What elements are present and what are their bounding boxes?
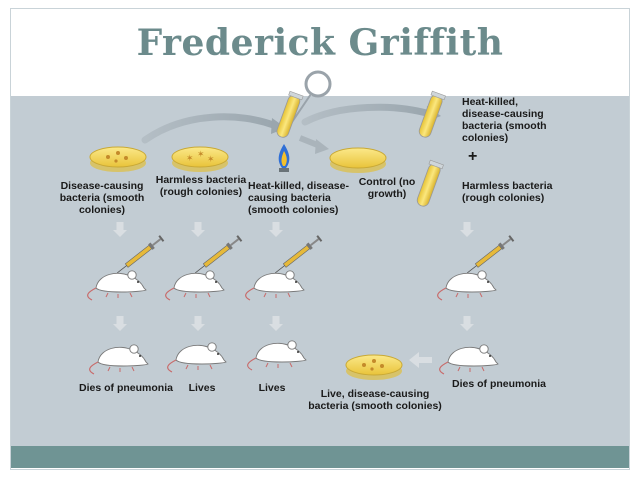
mouse-icon: [167, 342, 227, 373]
label-heat-killed-right: Heat-killed, disease-causing bacteria (s…: [462, 96, 547, 144]
test-tube-icon: [276, 90, 304, 138]
label-control: Control (no growth): [358, 176, 416, 200]
syringe-icon: [114, 234, 165, 277]
mouse-icon: [87, 270, 147, 301]
outcome-lives-2: Lives: [258, 382, 286, 394]
arrow-down-icon: [113, 316, 127, 331]
test-tube-icon: [416, 159, 444, 207]
arrow-left-icon: [409, 352, 432, 368]
arrow-down-icon: [269, 222, 283, 237]
flame-icon: [278, 144, 290, 172]
syringe-icon: [272, 234, 323, 277]
petri-dish-icon: [345, 354, 403, 380]
arrow-down-icon: [460, 222, 474, 237]
svg-text:✶: ✶: [207, 154, 215, 164]
curve-arrow-right: [301, 103, 434, 126]
test-tube-icon: [418, 90, 446, 138]
label-harmless-right: Harmless bacteria (rough colonies): [462, 180, 553, 204]
arrow-down-icon: [191, 316, 205, 331]
label-harmless: Harmless bacteria (rough colonies): [155, 174, 247, 198]
label-disease-causing: Disease-causing bacteria (smooth colonie…: [59, 180, 145, 216]
arrow-down-icon: [191, 222, 205, 237]
plus-sign: +: [468, 148, 478, 165]
slide-frame: [10, 8, 630, 470]
petri-dish-icon: ✶ ✶ ✶: [171, 146, 229, 172]
mouse-icon: [439, 344, 499, 375]
label-live-bacteria: Live, disease-causing bacteria (smooth c…: [308, 388, 442, 412]
syringe-icon: [464, 234, 515, 277]
svg-text:✶: ✶: [186, 153, 194, 163]
mouse-icon: [247, 340, 307, 371]
arrow-down-icon: [269, 316, 283, 331]
outcome-dies-2: Dies of pneumonia: [452, 378, 546, 390]
label-heat-killed: Heat-killed, disease-causing bacteria (s…: [248, 180, 349, 216]
svg-text:✶: ✶: [197, 149, 205, 159]
slide-title: Frederick Griffith: [136, 22, 504, 64]
arrow-down-icon: [460, 316, 474, 331]
petri-dish-icon: [89, 146, 147, 172]
curve-arrow-left: [141, 113, 280, 144]
outcome-dies-1: Dies of pneumonia: [79, 382, 173, 394]
footer-bar: [11, 446, 629, 468]
mouse-icon: [437, 270, 497, 301]
petri-dish-icon: [329, 147, 387, 173]
mouse-icon: [89, 344, 149, 375]
mouse-icon: [165, 270, 225, 301]
arrow-down-icon: [113, 222, 127, 237]
outcome-lives-1: Lives: [188, 382, 216, 394]
syringe-icon: [192, 234, 243, 277]
mouse-icon: [245, 270, 305, 301]
